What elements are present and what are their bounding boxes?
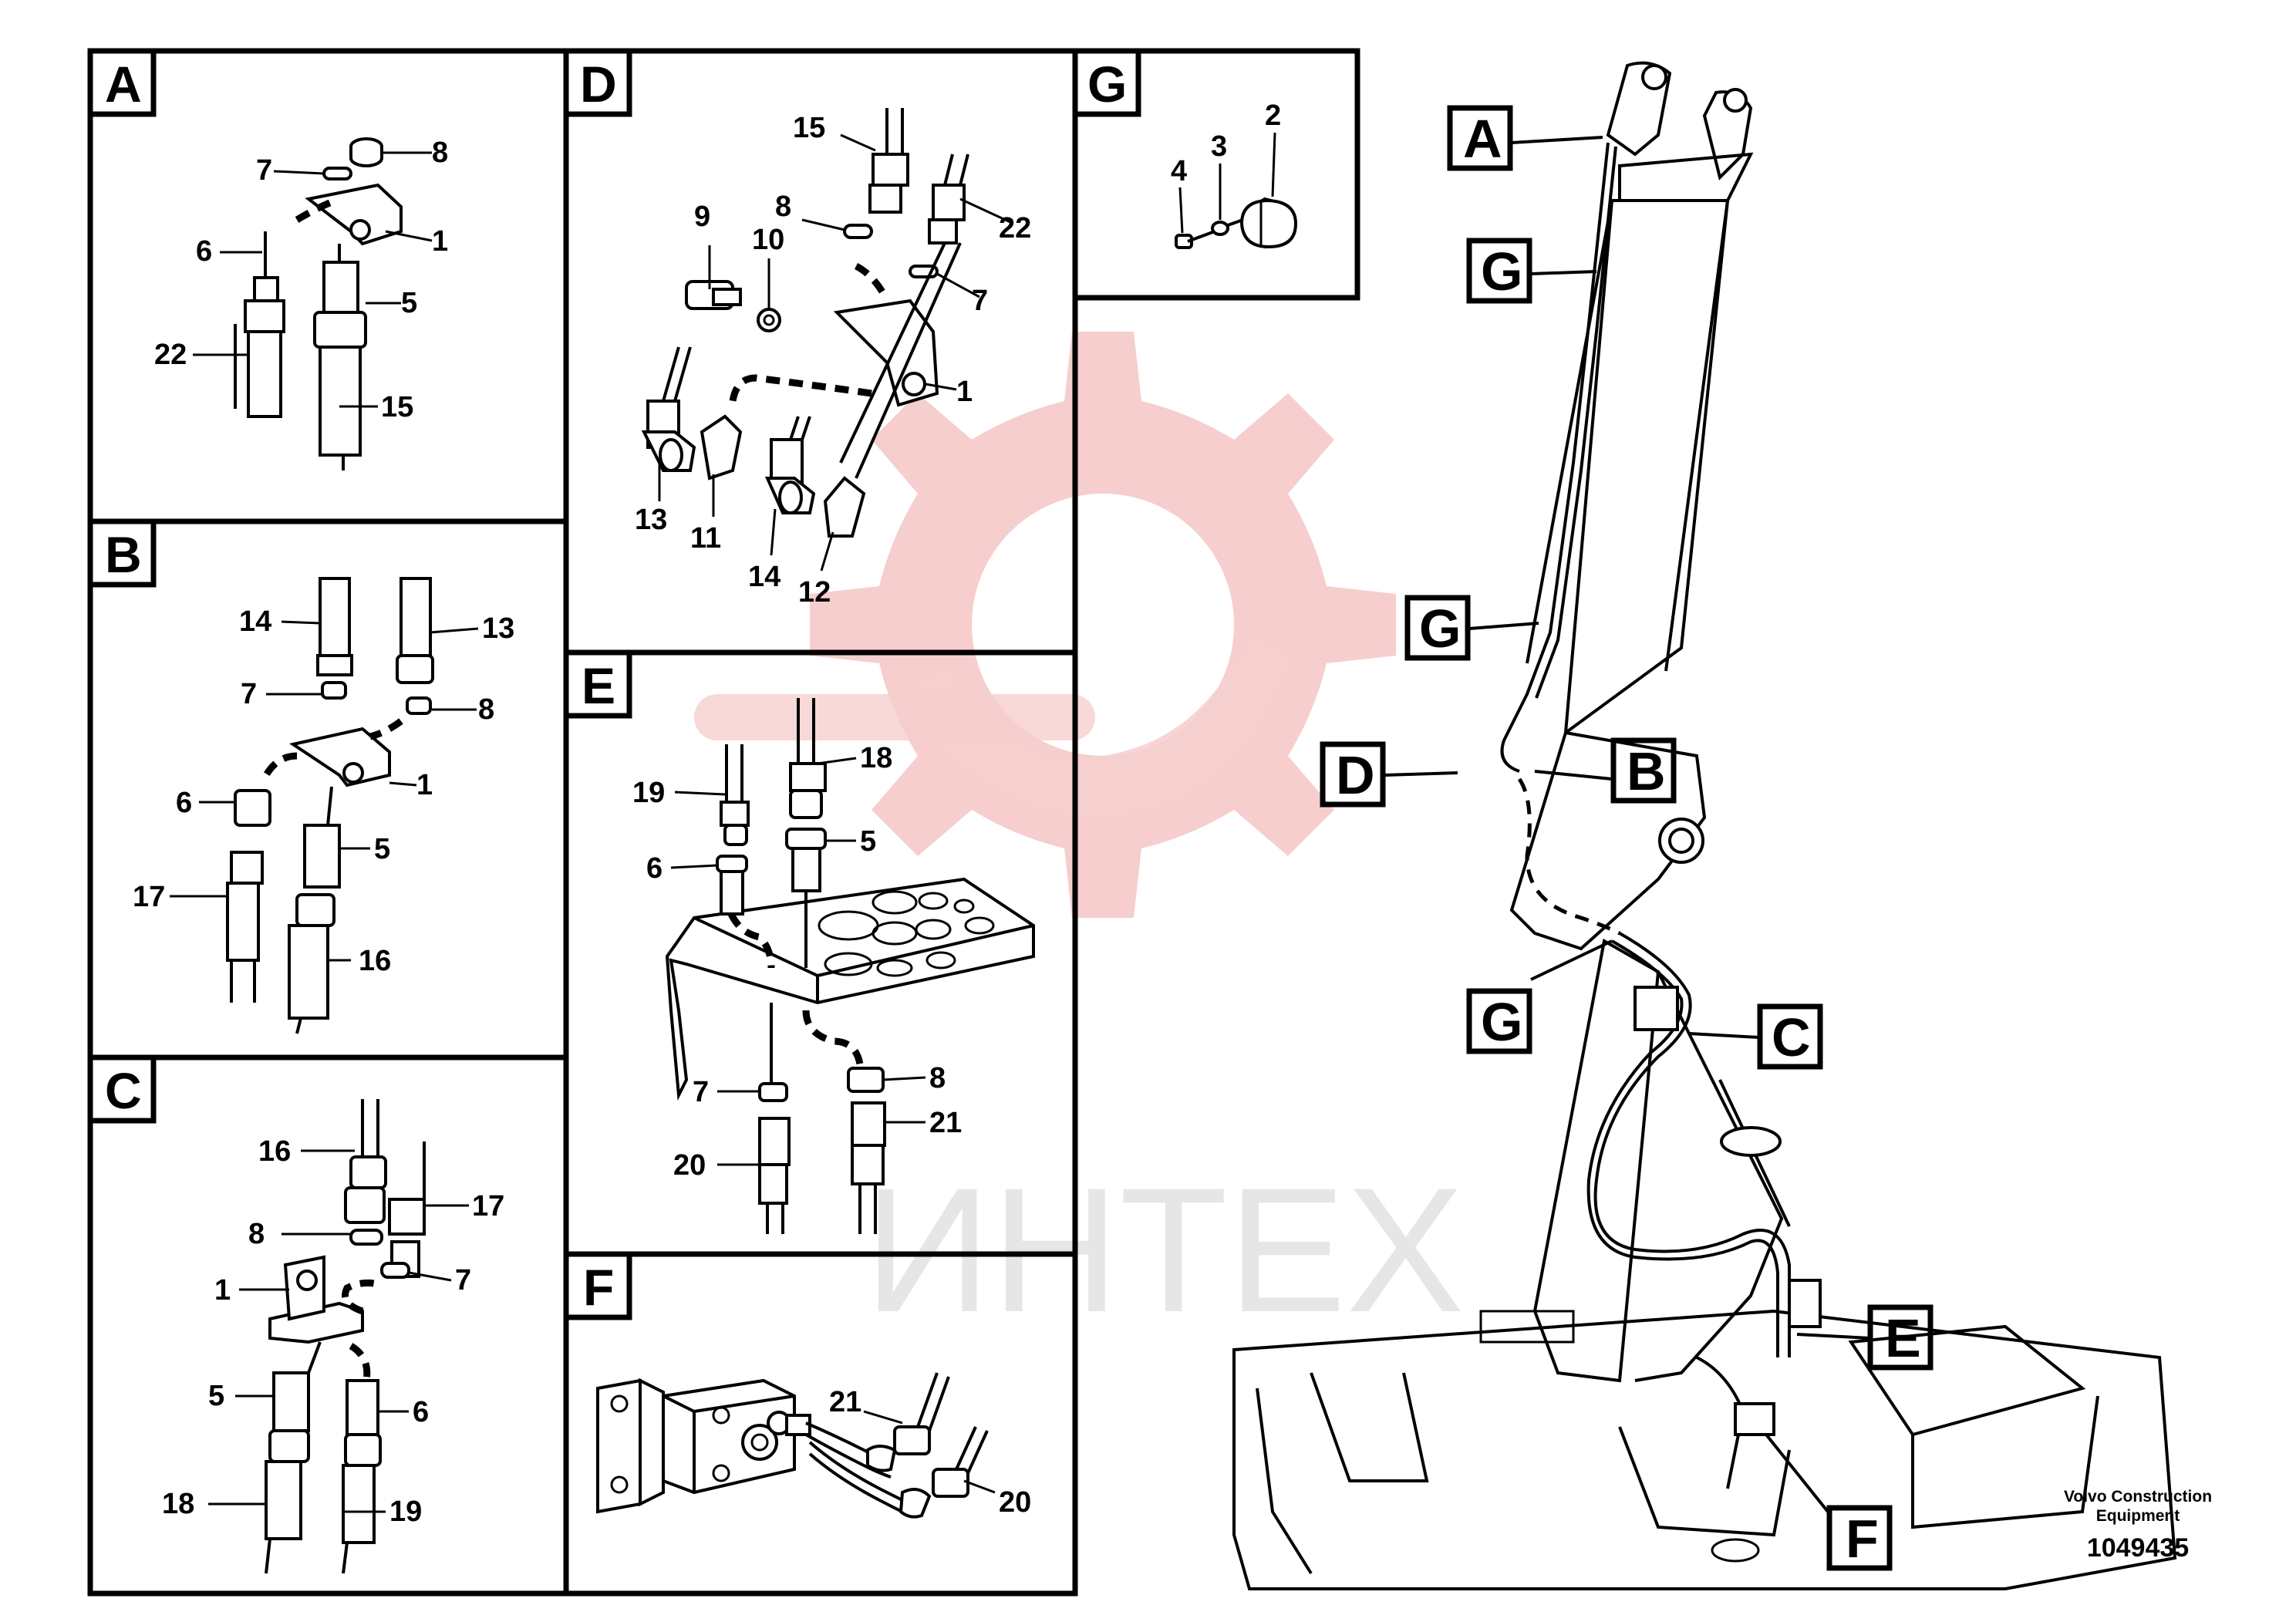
panel-b-label-17: 17 — [133, 881, 165, 913]
panel-letter-a: A — [105, 56, 142, 113]
panel-e-label-8: 8 — [929, 1062, 946, 1094]
panel-a-label-7: 7 — [256, 154, 272, 187]
panel-d-label-10: 10 — [752, 224, 784, 256]
watermark-text: ИНТЕХ — [864, 1151, 1465, 1349]
callout-f: F — [1846, 1509, 1879, 1569]
panel-b-drawing — [226, 577, 434, 1034]
panel-d-label-14: 14 — [748, 561, 781, 593]
panel-b-leaders — [170, 620, 479, 962]
panel-d-label-7: 7 — [972, 285, 988, 317]
panel-b-label-8: 8 — [478, 693, 494, 726]
panel-d-label-13: 13 — [635, 504, 667, 536]
panel-a-label-5: 5 — [401, 287, 417, 319]
panel-d-label-12: 12 — [798, 576, 831, 609]
panel-d-label-1: 1 — [956, 376, 973, 408]
panel-g-leaders — [1178, 132, 1276, 234]
boom-hose-routing — [1500, 142, 1822, 1436]
panel-e-label-5: 5 — [860, 825, 876, 858]
panel-e-label-20: 20 — [673, 1149, 706, 1182]
document-number: 1049435 — [2087, 1533, 2189, 1563]
panel-g-label-4: 4 — [1171, 155, 1187, 187]
panel-a-drawing — [234, 137, 403, 470]
panel-f-label-20: 20 — [999, 1486, 1031, 1519]
callout-a: A — [1463, 109, 1502, 169]
callout-g-lower: G — [1481, 992, 1522, 1052]
panel-letter-c: C — [105, 1062, 142, 1119]
panel-e-label-18: 18 — [860, 742, 892, 774]
panel-c-label-17: 17 — [472, 1190, 504, 1222]
panel-letter-f: F — [583, 1259, 614, 1316]
panel-d-leaders — [658, 133, 1011, 572]
callout-boxes — [1320, 105, 1934, 1571]
panel-f-drawing — [596, 1372, 989, 1519]
panel-c-label-6: 6 — [413, 1396, 429, 1428]
watermark-logo — [694, 332, 1396, 918]
panel-d-label-8: 8 — [775, 191, 791, 223]
panel-b-label-5: 5 — [374, 833, 390, 865]
panel-letter-b: B — [105, 526, 142, 583]
panel-e-label-7: 7 — [693, 1076, 709, 1108]
callout-leaders — [1384, 136, 1871, 1513]
panel-c-leaders — [208, 1149, 469, 1513]
panel-c-label-18: 18 — [162, 1488, 194, 1520]
panel-b-label-14: 14 — [239, 605, 271, 638]
panel-b-label-1: 1 — [416, 769, 433, 801]
panel-e-label-6: 6 — [646, 852, 663, 885]
panel-d-label-9: 9 — [694, 201, 710, 233]
callout-c: C — [1772, 1007, 1811, 1067]
panel-d-drawing — [641, 108, 969, 538]
panel-b-label-6: 6 — [176, 787, 192, 819]
panel-a-label-8: 8 — [432, 137, 448, 169]
panel-frames — [87, 48, 1360, 1597]
panel-f-leaders — [863, 1410, 996, 1494]
panel-c-label-8: 8 — [248, 1218, 265, 1250]
panel-e-label-21: 21 — [929, 1107, 962, 1139]
panel-g-label-2: 2 — [1265, 99, 1281, 132]
callout-d: D — [1336, 745, 1375, 805]
excavator-boom — [1232, 61, 2177, 1590]
caption-line1: Volvo Construction — [2064, 1488, 2212, 1506]
panel-letter-boxes — [87, 48, 1141, 1320]
panel-e-drawing — [665, 698, 1035, 1234]
panel-g-label-3: 3 — [1211, 130, 1227, 163]
panel-letter-g: G — [1087, 56, 1127, 113]
panel-d-label-15: 15 — [793, 112, 825, 144]
panel-c-label-7: 7 — [455, 1264, 471, 1297]
panel-a-label-6: 6 — [196, 235, 212, 268]
panel-f-label-21: 21 — [829, 1386, 861, 1418]
panel-a-label-1: 1 — [432, 225, 448, 258]
panel-a-label-22: 22 — [154, 339, 187, 371]
panel-c-label-16: 16 — [258, 1135, 291, 1168]
callout-b: B — [1627, 741, 1666, 801]
panel-d-label-11: 11 — [690, 522, 721, 555]
callout-e: E — [1885, 1308, 1921, 1368]
callout-g-middle: G — [1419, 599, 1461, 659]
panel-letter-d: D — [580, 56, 617, 113]
panel-c-label-19: 19 — [389, 1496, 422, 1528]
caption-line2: Equipment — [2096, 1507, 2180, 1525]
panel-e-label-19: 19 — [632, 777, 665, 809]
panel-g-drawing — [1175, 197, 1298, 249]
panel-a-label-15: 15 — [381, 391, 413, 423]
panel-e-leaders — [670, 757, 926, 1166]
panel-d-label-22: 22 — [999, 212, 1031, 244]
panel-a-leaders — [193, 151, 433, 408]
panel-c-label-5: 5 — [208, 1380, 224, 1412]
panel-letter-e: E — [582, 657, 615, 714]
panel-c-label-1: 1 — [214, 1274, 231, 1307]
panel-b-label-16: 16 — [359, 945, 391, 977]
panel-b-label-13: 13 — [482, 612, 514, 645]
panel-c-drawing — [265, 1099, 426, 1574]
panel-b-label-7: 7 — [241, 678, 257, 710]
callout-g-upper: G — [1481, 241, 1522, 302]
